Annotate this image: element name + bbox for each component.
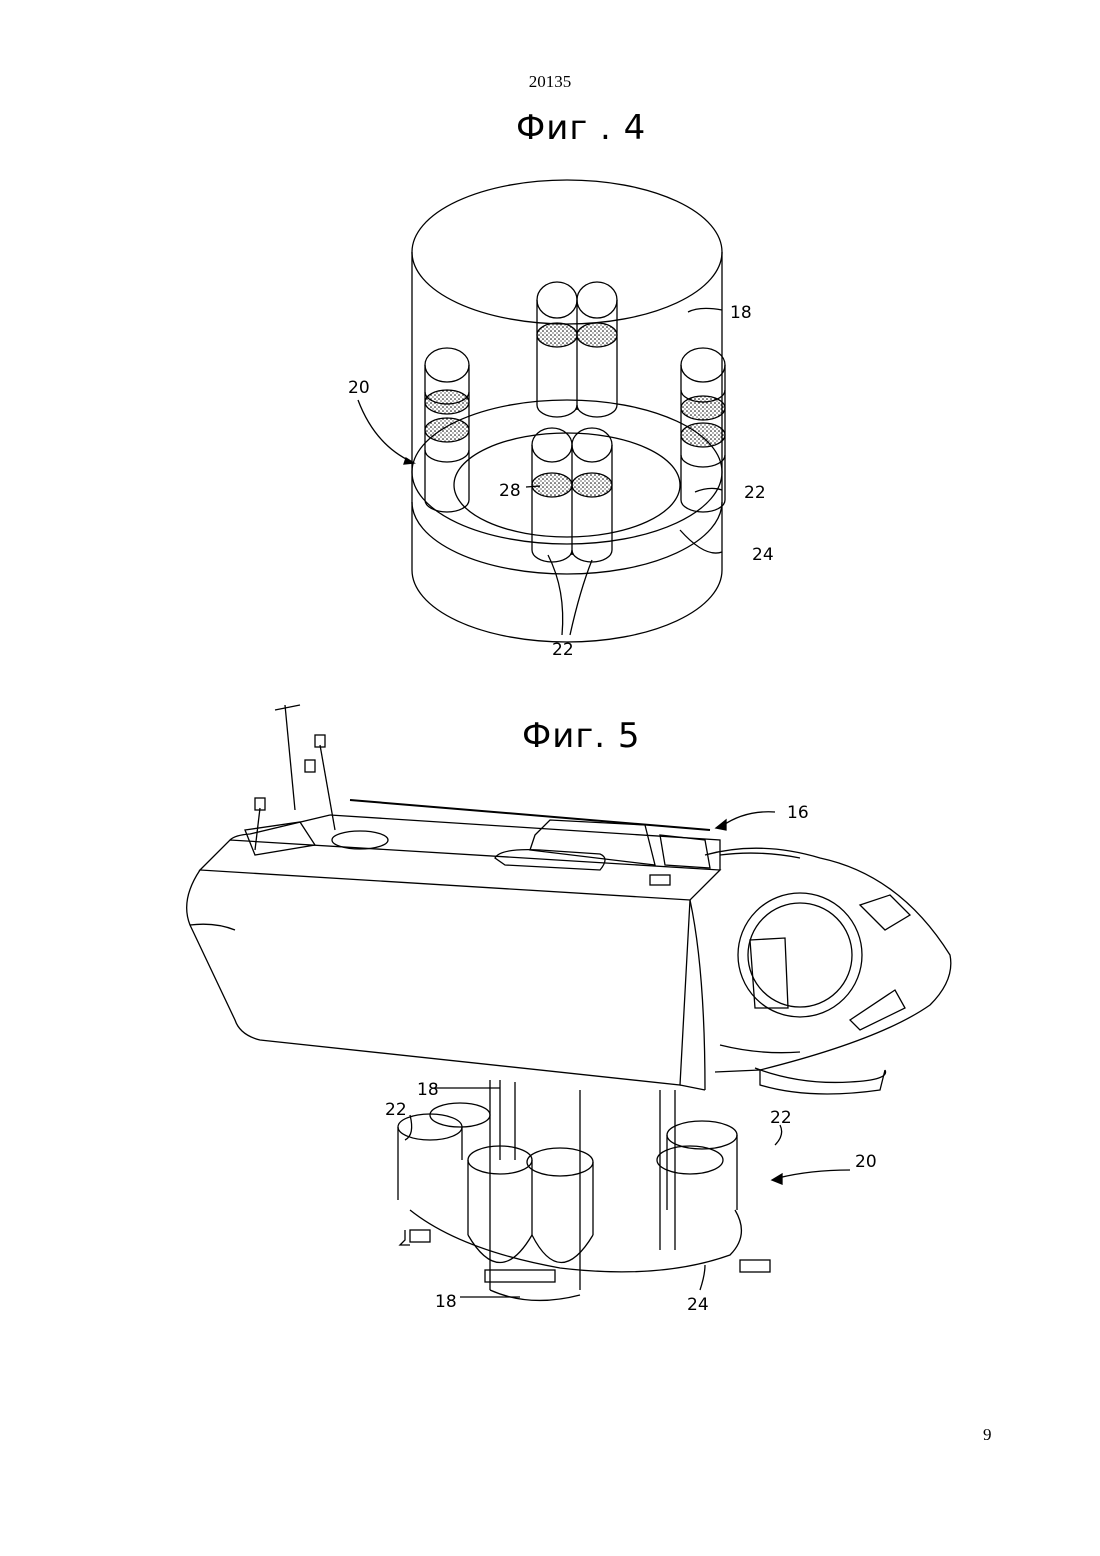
leader-18-shape [688, 308, 722, 312]
leader-22-bottom-a-shape [548, 555, 563, 635]
label-28: 28 [499, 481, 521, 501]
leader-24-shape [700, 1265, 705, 1290]
document-number: 20135 [0, 72, 1100, 92]
label-22-right: 22 [770, 1108, 792, 1128]
leader-22-bottom-b-shape [570, 560, 592, 635]
label-22-right: 22 [744, 483, 766, 503]
hub-shape [705, 848, 951, 1094]
label-22-left: 22 [385, 1100, 407, 1120]
tower-shape [490, 1080, 675, 1300]
figure-5-drawing: 16 18 22 22 20 18 24 [160, 690, 970, 1350]
leader-16-shape [722, 812, 775, 826]
leader-22-right-shape [695, 488, 722, 492]
label-18: 18 [730, 303, 752, 323]
page-number: 9 [983, 1425, 992, 1445]
leader-24-shape [680, 530, 722, 553]
label-18-bottom: 18 [435, 1292, 457, 1312]
label-22-bottom: 22 [552, 640, 574, 660]
figure-4-drawing: 18 20 28 22 24 22 [330, 150, 800, 675]
back-tank-pair-shape [537, 282, 617, 417]
label-20: 20 [855, 1152, 877, 1172]
nacelle-body-shape [187, 800, 720, 1090]
leader-22-right-shape [775, 1125, 782, 1145]
tank-group-shape [398, 1103, 770, 1282]
label-24: 24 [752, 545, 774, 565]
label-18-top: 18 [417, 1080, 439, 1100]
figure-4-title: Фиг . 4 [516, 108, 646, 148]
leader-20-shape [778, 1170, 850, 1178]
leader-20-shape [358, 400, 412, 462]
label-20: 20 [348, 378, 370, 398]
left-tank-shape [425, 348, 469, 512]
label-16: 16 [787, 803, 809, 823]
label-24: 24 [687, 1295, 709, 1315]
